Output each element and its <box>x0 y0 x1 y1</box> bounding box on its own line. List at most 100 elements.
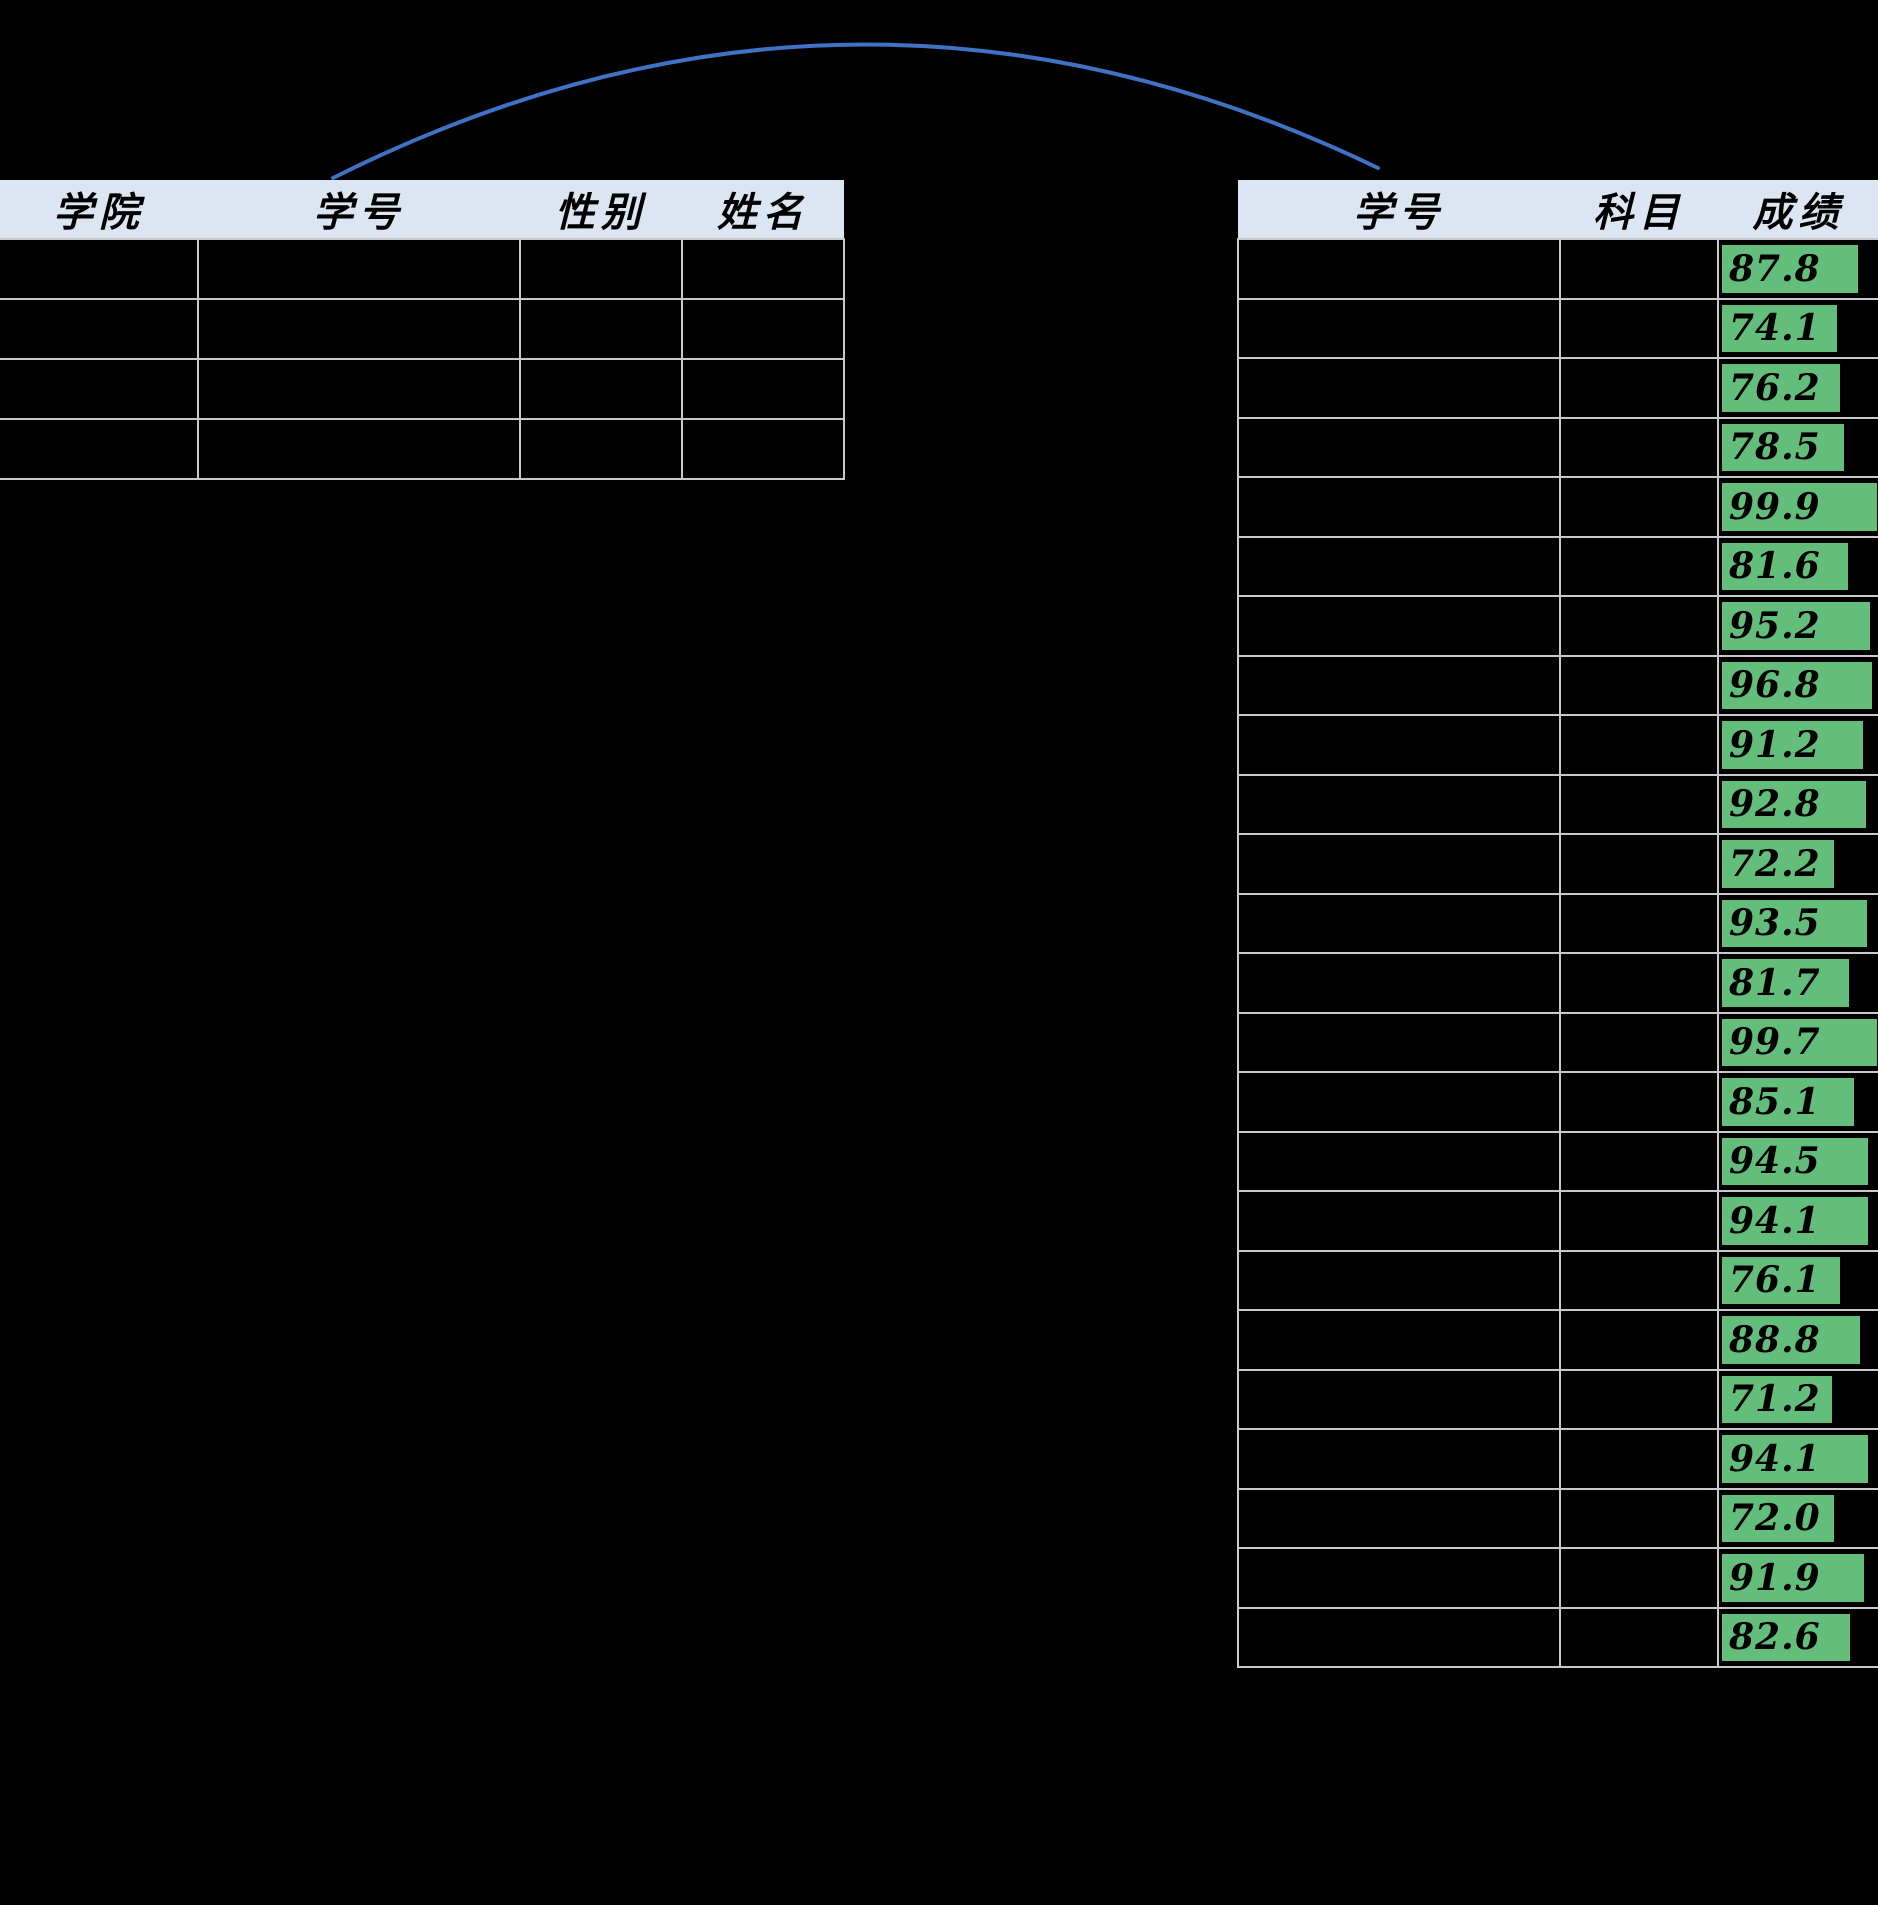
cell-college[interactable] <box>0 358 199 420</box>
cell-student-id[interactable] <box>1237 892 1561 954</box>
cell-student-id[interactable] <box>1237 238 1561 300</box>
score-data-bar <box>1722 1435 1868 1483</box>
cell-score[interactable]: 76.1 <box>1717 1249 1878 1311</box>
cell-subject[interactable] <box>1559 416 1719 478</box>
cell-subject[interactable] <box>1559 1071 1719 1133</box>
cell-subject[interactable] <box>1559 595 1719 657</box>
cell-subject[interactable] <box>1559 1547 1719 1609</box>
column-header-gender[interactable]: 性别 <box>520 180 682 239</box>
cell-score[interactable]: 72.2 <box>1717 833 1878 895</box>
column-header-score[interactable]: 成绩 <box>1718 180 1878 239</box>
cell-subject[interactable] <box>1559 238 1719 300</box>
cell-score[interactable]: 82.6 <box>1717 1606 1878 1668</box>
cell-score[interactable]: 91.9 <box>1717 1547 1878 1609</box>
cell-subject[interactable] <box>1559 1309 1719 1371</box>
cell-gender[interactable] <box>519 298 683 360</box>
cell-student-id[interactable] <box>1237 833 1561 895</box>
column-header-student-id[interactable]: 学号 <box>198 180 520 239</box>
cell-score[interactable]: 81.6 <box>1717 535 1878 597</box>
cell-student-id[interactable] <box>1237 1309 1561 1371</box>
cell-subject[interactable] <box>1559 1190 1719 1252</box>
cell-subject[interactable] <box>1559 1011 1719 1073</box>
cell-name[interactable] <box>681 358 845 420</box>
column-header-student-id-right[interactable]: 学号 <box>1238 180 1560 239</box>
cell-college[interactable] <box>0 238 199 300</box>
cell-subject[interactable] <box>1559 1428 1719 1490</box>
cell-subject[interactable] <box>1559 892 1719 954</box>
cell-student-id[interactable] <box>1237 476 1561 538</box>
column-header-name[interactable]: 姓名 <box>682 180 844 239</box>
cell-student-id[interactable] <box>1237 714 1561 776</box>
cell-score[interactable]: 96.8 <box>1717 654 1878 716</box>
cell-student-id[interactable] <box>1237 654 1561 716</box>
score-data-bar <box>1722 1554 1865 1602</box>
cell-student-id[interactable] <box>197 358 521 420</box>
cell-subject[interactable] <box>1559 833 1719 895</box>
cell-subject[interactable] <box>1559 1606 1719 1668</box>
cell-student-id[interactable] <box>197 238 521 300</box>
cell-student-id[interactable] <box>1237 773 1561 835</box>
cell-score[interactable]: 87.8 <box>1717 238 1878 300</box>
cell-student-id[interactable] <box>1237 595 1561 657</box>
cell-subject[interactable] <box>1559 1249 1719 1311</box>
cell-student-id[interactable] <box>1237 357 1561 419</box>
cell-score[interactable]: 76.2 <box>1717 357 1878 419</box>
cell-student-id[interactable] <box>197 418 521 480</box>
cell-student-id[interactable] <box>1237 297 1561 359</box>
cell-subject[interactable] <box>1559 1487 1719 1549</box>
cell-student-id[interactable] <box>1237 535 1561 597</box>
cell-gender[interactable] <box>519 418 683 480</box>
cell-name[interactable] <box>681 418 845 480</box>
cell-score[interactable]: 81.7 <box>1717 952 1878 1014</box>
score-value-label: 87.8 <box>1729 247 1821 290</box>
cell-score[interactable]: 99.9 <box>1717 476 1878 538</box>
cell-subject[interactable] <box>1559 654 1719 716</box>
cell-score[interactable]: 99.7 <box>1717 1011 1878 1073</box>
cell-score[interactable]: 88.8 <box>1717 1309 1878 1371</box>
cell-student-id[interactable] <box>1237 1487 1561 1549</box>
cell-subject[interactable] <box>1559 535 1719 597</box>
cell-subject[interactable] <box>1559 357 1719 419</box>
cell-student-id[interactable] <box>1237 1547 1561 1609</box>
cell-student-id[interactable] <box>1237 1249 1561 1311</box>
column-header-subject[interactable]: 科目 <box>1560 180 1718 239</box>
cell-score[interactable]: 95.2 <box>1717 595 1878 657</box>
cell-student-id[interactable] <box>1237 1011 1561 1073</box>
cell-student-id[interactable] <box>1237 1190 1561 1252</box>
cell-score[interactable]: 94.5 <box>1717 1130 1878 1192</box>
cell-subject[interactable] <box>1559 1130 1719 1192</box>
cell-score[interactable]: 71.2 <box>1717 1368 1878 1430</box>
cell-student-id[interactable] <box>1237 1071 1561 1133</box>
cell-name[interactable] <box>681 298 845 360</box>
cell-subject[interactable] <box>1559 476 1719 538</box>
column-header-college[interactable]: 学院 <box>0 180 198 239</box>
cell-student-id[interactable] <box>1237 952 1561 1014</box>
cell-score[interactable]: 93.5 <box>1717 892 1878 954</box>
cell-student-id[interactable] <box>1237 1368 1561 1430</box>
cell-student-id[interactable] <box>1237 1606 1561 1668</box>
cell-score[interactable]: 85.1 <box>1717 1071 1878 1133</box>
score-value-label: 71.2 <box>1729 1378 1821 1421</box>
cell-gender[interactable] <box>519 358 683 420</box>
cell-student-id[interactable] <box>1237 1130 1561 1192</box>
cell-score[interactable]: 72.0 <box>1717 1487 1878 1549</box>
cell-gender[interactable] <box>519 238 683 300</box>
cell-score[interactable]: 78.5 <box>1717 416 1878 478</box>
cell-student-id[interactable] <box>197 298 521 360</box>
cell-score[interactable]: 74.1 <box>1717 297 1878 359</box>
cell-name[interactable] <box>681 238 845 300</box>
cell-score[interactable]: 94.1 <box>1717 1428 1878 1490</box>
cell-subject[interactable] <box>1559 773 1719 835</box>
cell-subject[interactable] <box>1559 297 1719 359</box>
cell-subject[interactable] <box>1559 1368 1719 1430</box>
cell-subject[interactable] <box>1559 952 1719 1014</box>
cell-subject[interactable] <box>1559 714 1719 776</box>
cell-score[interactable]: 92.8 <box>1717 773 1878 835</box>
cell-student-id[interactable] <box>1237 416 1561 478</box>
score-value-label: 96.8 <box>1729 664 1821 707</box>
cell-score[interactable]: 91.2 <box>1717 714 1878 776</box>
cell-score[interactable]: 94.1 <box>1717 1190 1878 1252</box>
cell-student-id[interactable] <box>1237 1428 1561 1490</box>
cell-college[interactable] <box>0 418 199 480</box>
cell-college[interactable] <box>0 298 199 360</box>
